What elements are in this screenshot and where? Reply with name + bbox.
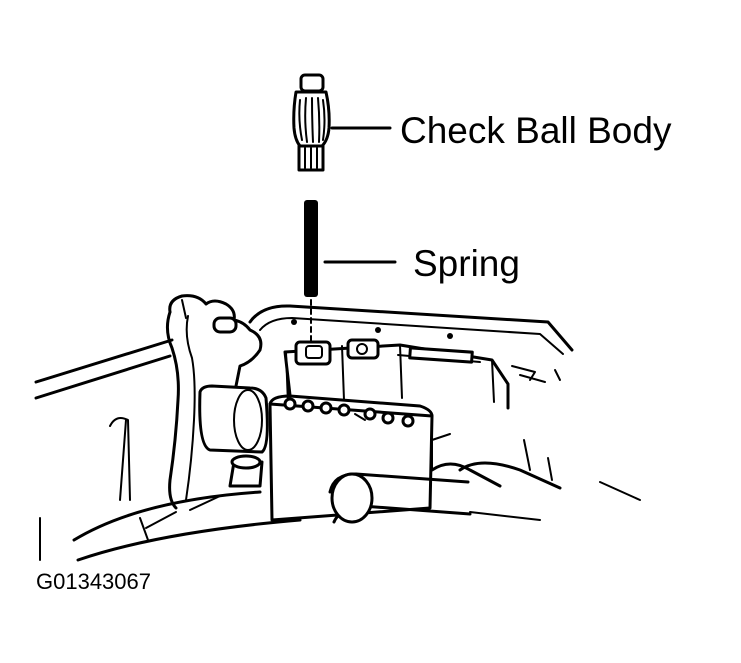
check-ball-body-part — [292, 73, 331, 172]
spring-part — [304, 200, 318, 297]
figure-id: G01343067 — [36, 569, 151, 594]
check-ball-body-label: Check Ball Body — [400, 110, 672, 151]
valve-body-assembly — [34, 294, 641, 562]
spring-label: Spring — [413, 243, 520, 284]
